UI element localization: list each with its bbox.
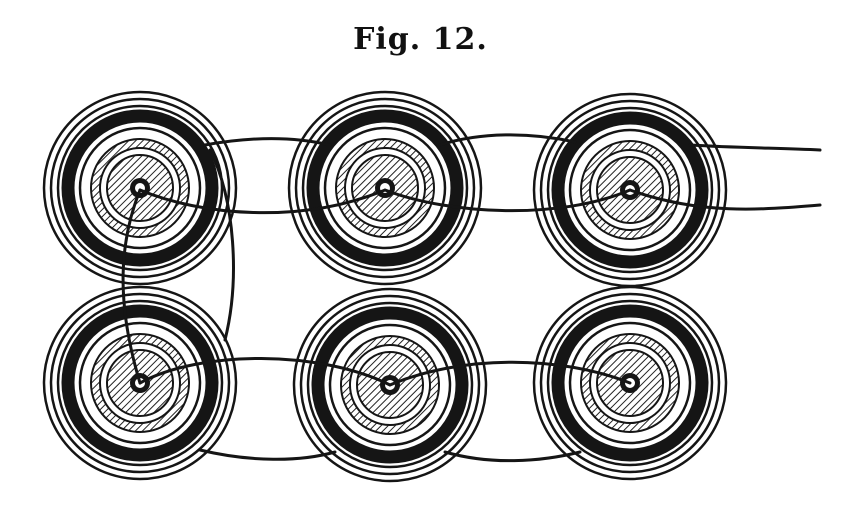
coil-1: [42, 90, 238, 286]
figure-caption: Fig. 12.: [353, 22, 488, 57]
coil-dark-band: [61, 304, 219, 462]
coil-2: [287, 90, 483, 286]
coil-dark-band: [311, 306, 469, 464]
wire-bottom-lower: [198, 448, 582, 463]
coil-dark-band: [551, 111, 709, 269]
wire-left-outer: [208, 148, 235, 342]
coils-group: [42, 90, 728, 483]
wire-bottom-upper: [138, 357, 632, 387]
wire-left-vertical: [121, 188, 142, 385]
wires-group: [121, 133, 822, 463]
wire-top-lower: [138, 188, 822, 215]
wire-top-upper: [203, 133, 822, 152]
coil-dark-band: [61, 109, 219, 267]
coil-dark-band: [306, 109, 464, 267]
coil-dark-band: [551, 304, 709, 462]
